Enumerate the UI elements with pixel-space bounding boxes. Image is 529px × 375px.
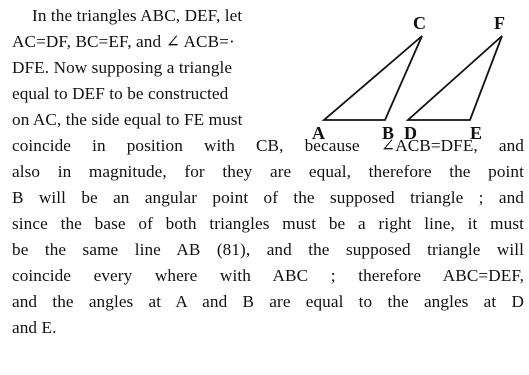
text-line-9: since the base of both triangles must be… xyxy=(12,214,524,233)
text-line-11: coincide every where with ABC ; therefor… xyxy=(12,266,524,285)
text-line-3: DFE. Now supposing a triangle xyxy=(12,58,233,77)
text-line-10: be the same line AB (81), and the suppos… xyxy=(12,240,524,259)
triangles-figure: C F A B D E xyxy=(300,10,529,150)
text-line-6: coincide in position with CB, because ∠A… xyxy=(12,136,524,155)
label-c: C xyxy=(413,13,426,33)
triangle-abc xyxy=(321,35,423,121)
label-d: D xyxy=(404,123,417,143)
text-line-12: and the angles at A and B are equal to t… xyxy=(12,292,524,311)
text-line-1: In the triangles ABC, DEF, let xyxy=(32,6,243,25)
text-line-8: B will be an angular point of the suppos… xyxy=(12,188,524,207)
text-line-13: and E. xyxy=(12,318,57,337)
label-f: F xyxy=(494,13,505,33)
text-line-4: equal to DEF to be constructed xyxy=(12,84,229,103)
label-b: B xyxy=(382,123,395,143)
text-line-5: on AC, the side equal to FE must xyxy=(12,110,243,129)
triangle-def xyxy=(405,35,503,121)
label-a: A xyxy=(312,123,325,143)
triangles-diagram xyxy=(321,35,503,121)
label-e: E xyxy=(470,123,483,143)
text-line-2: AC=DF, BC=EF, and ∠ ACB=· xyxy=(12,32,235,51)
text-line-7: also in magnitude, for they are equal, t… xyxy=(12,162,524,181)
